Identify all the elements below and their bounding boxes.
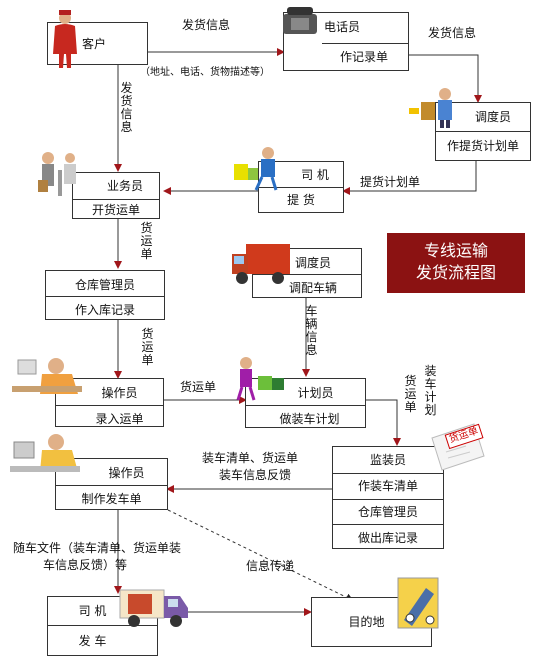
driver2-role: 司 机 <box>78 604 107 618</box>
label-feedback-1: 装车清单、货运单 <box>202 451 299 465</box>
dispatcher2-role: 调度员 <box>294 256 331 270</box>
telephonist-role: 电话员 <box>324 20 361 34</box>
driver1-role: 司 机 <box>301 168 329 182</box>
label-docs-1: 随车文件（装车清单、货运单装 <box>13 541 182 555</box>
customer-label: 客户 <box>82 37 107 51</box>
label-waybill-v2: 货运单 <box>141 327 154 367</box>
salesman-task: 开货运单 <box>91 203 140 217</box>
diagram-title: 专线运输 发货流程图 <box>387 233 525 293</box>
label-ship-info-note: （地址、电话、货物描述等） <box>140 67 270 78</box>
salesman-people-icon <box>38 152 76 196</box>
operator2-task: 制作发车单 <box>81 492 142 506</box>
customer-person-icon <box>53 10 77 68</box>
dispatcher1-task: 作提货计划单 <box>446 139 519 153</box>
label-loading-plan: 装车计划 <box>424 364 437 417</box>
label-vehicle-info: 车辆信息 <box>305 304 318 357</box>
loading-r3: 仓库管理员 <box>357 505 418 519</box>
planner-role: 计划员 <box>297 386 334 400</box>
driver2-task: 发 车 <box>78 634 107 648</box>
label-ship-info-top: 发货信息 <box>182 18 231 32</box>
dispatcher-worker-icon <box>409 88 452 128</box>
driver1-task: 提 货 <box>287 193 315 207</box>
node-warehouse1: 仓库管理员 作入库记录 <box>45 270 165 320</box>
loading-r1: 监装员 <box>369 453 406 467</box>
node-dispatcher1: 调度员 作提货计划单 <box>435 102 531 161</box>
arrow-info-transfer <box>167 509 354 601</box>
telephone-icon <box>283 7 317 34</box>
label-feedback-2: 装车信息反馈 <box>219 468 292 482</box>
label-info-transfer: 信息传递 <box>246 559 295 573</box>
label-ship-info-right: 发货信息 <box>428 26 477 40</box>
arrow-dispatcher-driver <box>342 161 477 195</box>
label-pickup-plan: 提货计划单 <box>360 175 421 189</box>
operator1-role: 操作员 <box>101 386 138 400</box>
dispatcher1-role: 调度员 <box>474 110 511 124</box>
title-line1: 专线运输 <box>423 241 488 260</box>
planner-worker-icon <box>236 357 284 401</box>
operator1-desk-icon <box>12 358 82 394</box>
label-waybill-v3: 货运单 <box>404 374 417 414</box>
label-ship-info-vertical: 发货信息 <box>120 81 133 134</box>
warehouse1-task: 作入库记录 <box>74 303 135 317</box>
warehouse1-role: 仓库管理员 <box>74 278 135 292</box>
title-line2: 发货流程图 <box>415 263 496 282</box>
arrow-planner-loading <box>366 399 401 446</box>
operator2-role: 操作员 <box>108 466 145 480</box>
loading-r4: 做出库记录 <box>357 531 418 545</box>
driver-cart-icon <box>234 147 278 191</box>
salesman-role: 业务员 <box>106 179 143 193</box>
delivery-truck-icon <box>119 589 188 627</box>
operator1-task: 录入运单 <box>95 412 144 426</box>
node-loading: 监装员 作装车清单 仓库管理员 做出库记录 <box>332 446 444 549</box>
destination-map-icon <box>397 577 439 629</box>
planner-task: 做装车计划 <box>279 412 340 426</box>
node-telephonist: 电话员 作记录单 <box>283 12 409 71</box>
label-waybill-vertical: 货运单 <box>140 221 153 261</box>
node-driver1: 司 机 提 货 <box>258 161 344 213</box>
dispatcher2-task: 调配车辆 <box>288 281 337 295</box>
operator2-desk-icon <box>10 434 80 472</box>
arrow-telephonist-dispatcher <box>409 54 482 103</box>
label-waybill-h: 货运单 <box>180 380 217 394</box>
loading-r2: 作装车清单 <box>357 479 418 493</box>
truck-icon <box>232 244 290 284</box>
node-salesman: 业务员 开货运单 <box>72 172 160 219</box>
destination-label: 目的地 <box>348 615 385 629</box>
label-docs-2: 车信息反馈）等 <box>43 558 128 572</box>
telephonist-task: 作记录单 <box>339 50 388 64</box>
